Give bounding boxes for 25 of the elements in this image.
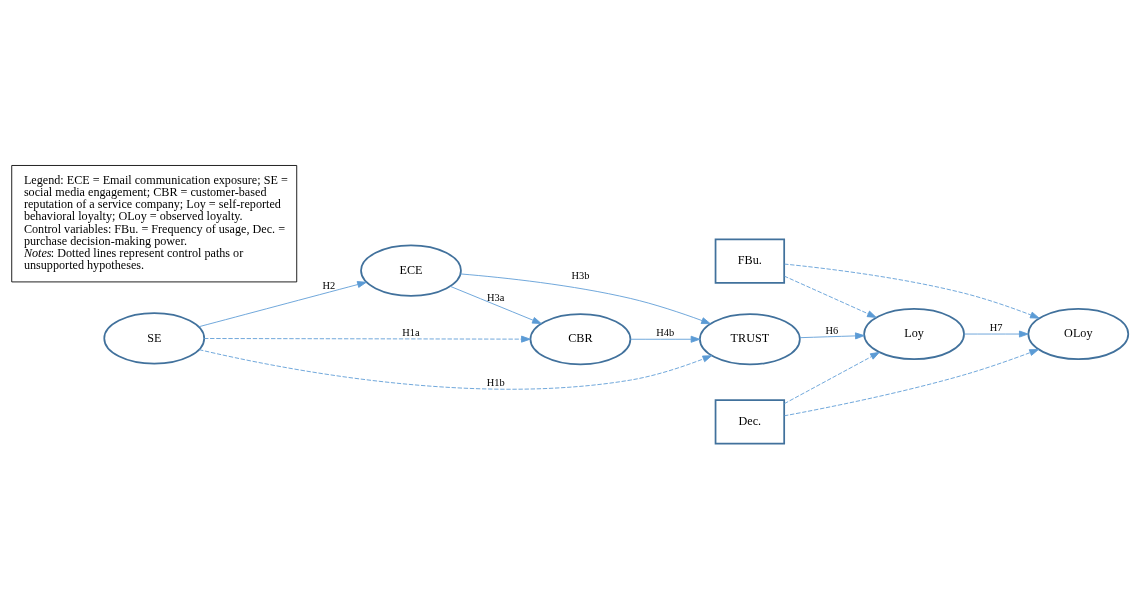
arrow bbox=[783, 351, 880, 404]
arrow bbox=[203, 335, 531, 343]
node-box: Legend: ECE = Email communication exposure; SE = social media engagement; CBR = customer-based reputation of a service company; Loy = self-reported behavioral loyalty; OLoy = observed loyalty. Control variables: FBu. = Frequency of usage, Dec. = purchase decision-making power. Notes: Dotted lines represent control paths or unsupported hypotheses. bbox=[11, 164, 298, 282]
arrow bbox=[783, 275, 877, 318]
node-ellipse: SE bbox=[103, 311, 206, 364]
arrow bbox=[449, 285, 542, 324]
arrow bbox=[460, 273, 711, 324]
node-box: FBu. bbox=[714, 237, 786, 284]
edge-label: H4b bbox=[656, 326, 675, 338]
arrow bbox=[198, 348, 713, 390]
edge-label: H1b bbox=[486, 376, 505, 388]
node-ellipse: ECE bbox=[360, 244, 462, 297]
arrow bbox=[198, 280, 367, 327]
edge-label: H3b bbox=[571, 269, 590, 281]
edge-label: H1a bbox=[402, 326, 420, 338]
edge-label: H7 bbox=[989, 321, 1003, 333]
edge-label: H6 bbox=[825, 324, 839, 336]
edge-label: H3a bbox=[487, 291, 505, 303]
arrow bbox=[783, 263, 1040, 319]
arrow bbox=[799, 331, 865, 339]
edge-label: H2 bbox=[322, 279, 336, 291]
arrow bbox=[963, 330, 1029, 337]
arrow bbox=[630, 335, 701, 343]
arrow bbox=[783, 348, 1039, 416]
node-box: Dec. bbox=[714, 398, 786, 444]
